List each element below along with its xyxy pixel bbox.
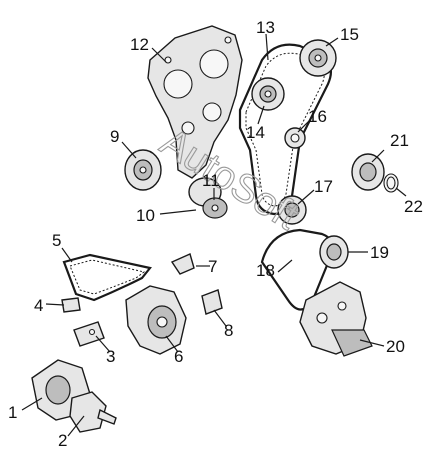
camshaft-pulley-intake-part <box>251 77 285 111</box>
callout-label-5: 5 <box>52 231 61 250</box>
callout-label-2: 2 <box>58 431 67 450</box>
callout-label-12: 12 <box>130 35 149 54</box>
leader-line-20 <box>359 339 385 347</box>
leader-line-4 <box>45 303 65 306</box>
leader-line-8 <box>213 309 227 327</box>
callout-labels: 1 2 3 4 5 6 7 8 9 10 11 12 13 14 15 16 1… <box>8 18 423 450</box>
callout-label-9: 9 <box>110 127 119 146</box>
water-pump-part <box>125 285 187 355</box>
leader-line-22 <box>395 187 407 197</box>
camshaft-pulley-exhaust-part <box>299 39 337 77</box>
leader-line-5 <box>61 247 73 263</box>
shaft-2-part <box>69 391 117 433</box>
callout-label-6: 6 <box>174 347 183 366</box>
callout-label-15: 15 <box>340 25 359 44</box>
callout-label-11: 11 <box>202 171 220 190</box>
bracket-3-part <box>73 321 105 347</box>
leader-line-21 <box>371 149 385 163</box>
leader-line-15 <box>325 37 339 47</box>
leader-line-13 <box>265 33 269 61</box>
leader-line-18 <box>277 259 293 273</box>
leader-line-16 <box>297 119 311 133</box>
plate-8-part <box>201 289 223 315</box>
leader-line-14 <box>257 105 265 125</box>
timing-belt-part <box>238 43 333 216</box>
v-belt-part <box>62 253 152 302</box>
idler-pulley-lower-part <box>188 177 228 219</box>
leader-line-10 <box>159 209 197 215</box>
callout-label-1: 1 <box>8 403 17 422</box>
bracket-7-part <box>170 253 195 275</box>
leader-line-3 <box>95 335 111 353</box>
clip-4-part <box>61 297 81 313</box>
callout-label-8: 8 <box>224 321 233 340</box>
callout-label-10: 10 <box>136 206 155 225</box>
callout-label-4: 4 <box>34 296 43 315</box>
callout-label-17: 17 <box>314 177 333 196</box>
leader-line-9 <box>121 141 137 159</box>
leader-lines <box>21 33 407 437</box>
belt-tensioner-part <box>124 149 162 191</box>
leader-line-1 <box>21 397 43 411</box>
autosoft-watermark: AutoSoft <box>153 120 306 239</box>
leader-line-12 <box>151 47 167 63</box>
callout-label-22: 22 <box>404 197 423 216</box>
callout-label-14: 14 <box>246 123 265 142</box>
timing-cover-part <box>147 25 243 179</box>
leader-line-17 <box>297 189 315 205</box>
callout-label-3: 3 <box>106 347 115 366</box>
o-ring-part <box>383 173 399 193</box>
leader-line-6 <box>165 335 179 353</box>
leader-line-2 <box>67 415 85 437</box>
callout-label-13: 13 <box>256 18 275 37</box>
oil-pump-housing-part <box>299 281 373 357</box>
callout-label-7: 7 <box>208 257 217 276</box>
idler-pulley-upper-part <box>284 127 306 149</box>
pulley-21-part <box>351 153 385 191</box>
callout-label-21: 21 <box>390 131 409 150</box>
callout-label-18: 18 <box>256 261 275 280</box>
idler-pulley-19-part <box>319 235 349 269</box>
callout-label-20: 20 <box>386 337 405 356</box>
callout-label-16: 16 <box>308 107 327 126</box>
callout-label-19: 19 <box>370 243 389 262</box>
